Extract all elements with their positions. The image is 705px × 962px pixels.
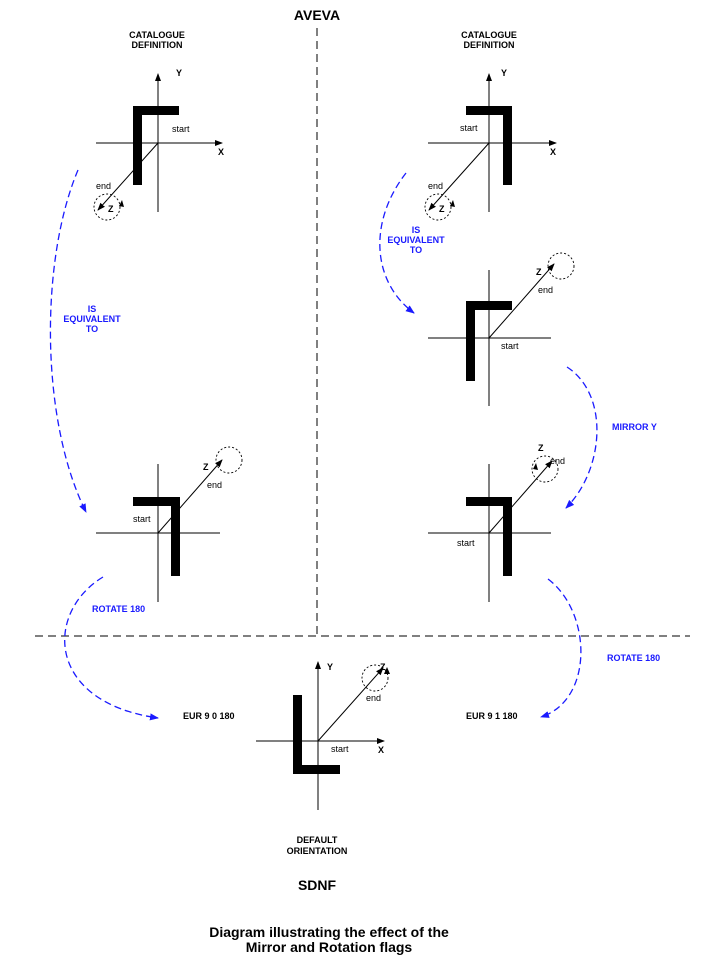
angle-leg-vertical	[171, 497, 180, 576]
start-label: start	[457, 538, 475, 548]
arrow-tr-to-mr	[379, 172, 415, 314]
z-axis	[317, 667, 384, 742]
y-label: Y	[501, 68, 507, 78]
arrow-mr-to-br	[565, 366, 598, 509]
figure-bottom-right: Z end start	[428, 443, 565, 602]
figure-top-right: Y X Z start end	[424, 68, 557, 221]
eur-left-label: EUR 9 0 180	[183, 711, 235, 721]
end-label: end	[366, 693, 381, 703]
arrow-bl-to-default	[64, 576, 159, 721]
rotation-arrow	[119, 200, 124, 207]
figure-mid-right: Z end start	[428, 252, 575, 406]
rotation-arrow	[450, 200, 455, 207]
catalogue-label-right-1: CATALOGUE	[461, 30, 517, 40]
figure-bottom-left: Z end start	[96, 446, 243, 602]
z-label: Z	[439, 204, 445, 214]
end-label: end	[538, 285, 553, 295]
angle-leg-horizontal	[133, 497, 180, 506]
end-label: end	[96, 181, 111, 191]
end-label: end	[428, 181, 443, 191]
z-axis	[157, 459, 223, 534]
rotate-note-right: ROTATE 180	[607, 653, 660, 663]
rotate-note-left: ROTATE 180	[92, 604, 145, 614]
x-label: X	[378, 745, 384, 755]
angle-leg-horizontal	[466, 106, 512, 115]
start-label: start	[172, 124, 190, 134]
rotation-circle	[531, 455, 559, 483]
eur-right-label: EUR 9 1 180	[466, 711, 518, 721]
angle-leg-vertical	[466, 301, 475, 381]
rotation-circle	[424, 193, 452, 221]
start-label: start	[501, 341, 519, 351]
start-label: start	[460, 123, 478, 133]
angle-leg-horizontal	[466, 497, 512, 506]
caption-line-1: Diagram illustrating the effect of the	[209, 924, 449, 940]
rotation-arrow	[384, 667, 390, 674]
z-label: Z	[538, 443, 544, 453]
catalogue-label-left-2: DEFINITION	[132, 40, 183, 50]
rotation-circle	[361, 664, 389, 692]
z-label: Z	[536, 267, 542, 277]
default-orientation-1: DEFAULT	[297, 835, 338, 845]
z-axis	[488, 263, 555, 339]
catalogue-label-right-2: DEFINITION	[464, 40, 515, 50]
z-axis	[428, 142, 490, 211]
end-label: end	[207, 480, 222, 490]
figure-top-left: Y X Z start end	[93, 68, 224, 221]
equivalent-note-left-2: EQUIVALENT	[63, 314, 121, 324]
sdnf-heading: SDNF	[298, 877, 337, 893]
angle-leg-vertical	[503, 106, 512, 185]
angle-leg-horizontal	[466, 301, 512, 310]
z-label: Z	[380, 662, 386, 672]
z-axis	[488, 460, 553, 534]
z-label: Z	[108, 204, 114, 214]
equivalent-note-right-1: IS	[412, 225, 421, 235]
end-label: end	[550, 456, 565, 466]
angle-leg-vertical	[293, 695, 302, 774]
rotation-circle	[547, 252, 575, 280]
equivalent-note-right-2: EQUIVALENT	[387, 235, 445, 245]
z-axis	[97, 142, 159, 211]
figure-default: Y X Z end start	[256, 661, 390, 810]
arrow-tl-to-bl	[49, 169, 87, 513]
equivalent-note-left-1: IS	[88, 304, 97, 314]
start-label: start	[331, 744, 349, 754]
y-label: Y	[327, 662, 333, 672]
y-label: Y	[176, 68, 182, 78]
equivalent-note-right-3: TO	[410, 245, 422, 255]
angle-leg-horizontal	[133, 106, 179, 115]
angle-leg-vertical	[503, 497, 512, 576]
default-orientation-2: ORIENTATION	[287, 846, 348, 856]
angle-leg-horizontal	[293, 765, 340, 774]
x-label: X	[550, 147, 556, 157]
aveva-heading: AVEVA	[294, 7, 340, 23]
angle-leg-vertical	[133, 106, 142, 185]
arrow-br-to-default	[540, 578, 582, 718]
rotation-arrow	[533, 463, 538, 470]
z-label: Z	[203, 462, 209, 472]
x-label: X	[218, 147, 224, 157]
start-label: start	[133, 514, 151, 524]
mirror-note: MIRROR Y	[612, 422, 657, 432]
rotation-circle	[93, 193, 121, 221]
catalogue-label-left-1: CATALOGUE	[129, 30, 185, 40]
rotation-circle	[215, 446, 243, 474]
caption-line-2: Mirror and Rotation flags	[246, 939, 413, 955]
equivalent-note-left-3: TO	[86, 324, 98, 334]
